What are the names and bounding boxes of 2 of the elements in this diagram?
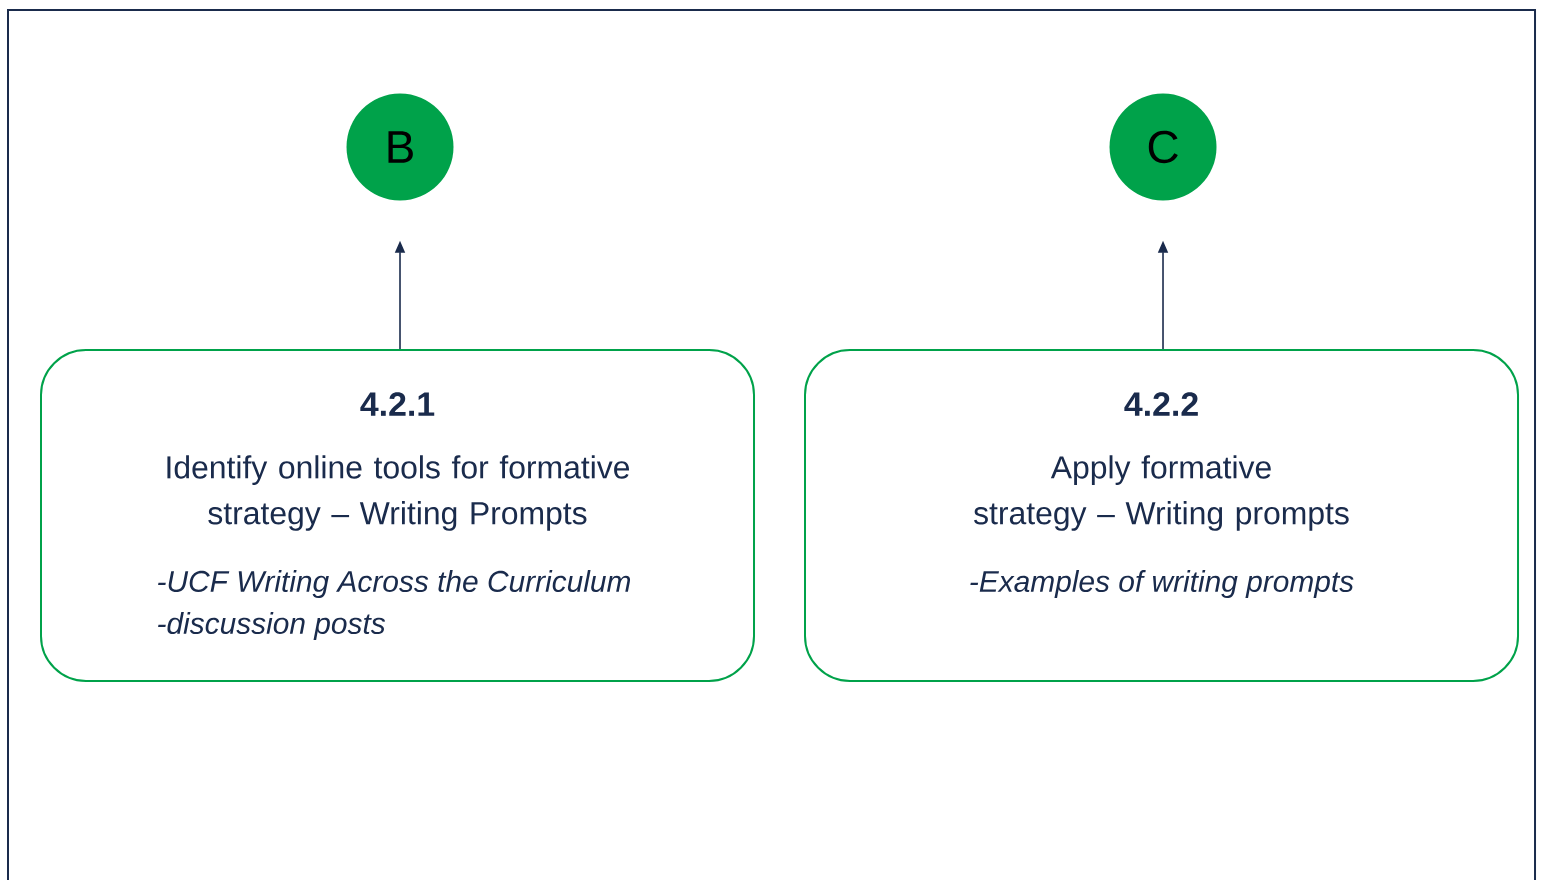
objective-box: 4.2.2 Apply formative strategy – Writing prompts -Examples of writing prompts — [804, 349, 1520, 682]
objective-box: 4.2.1 Identify online tools for formative strategy – Writing Prompts -UCF Writing Across the Curriculum -discussion posts — [40, 349, 755, 682]
